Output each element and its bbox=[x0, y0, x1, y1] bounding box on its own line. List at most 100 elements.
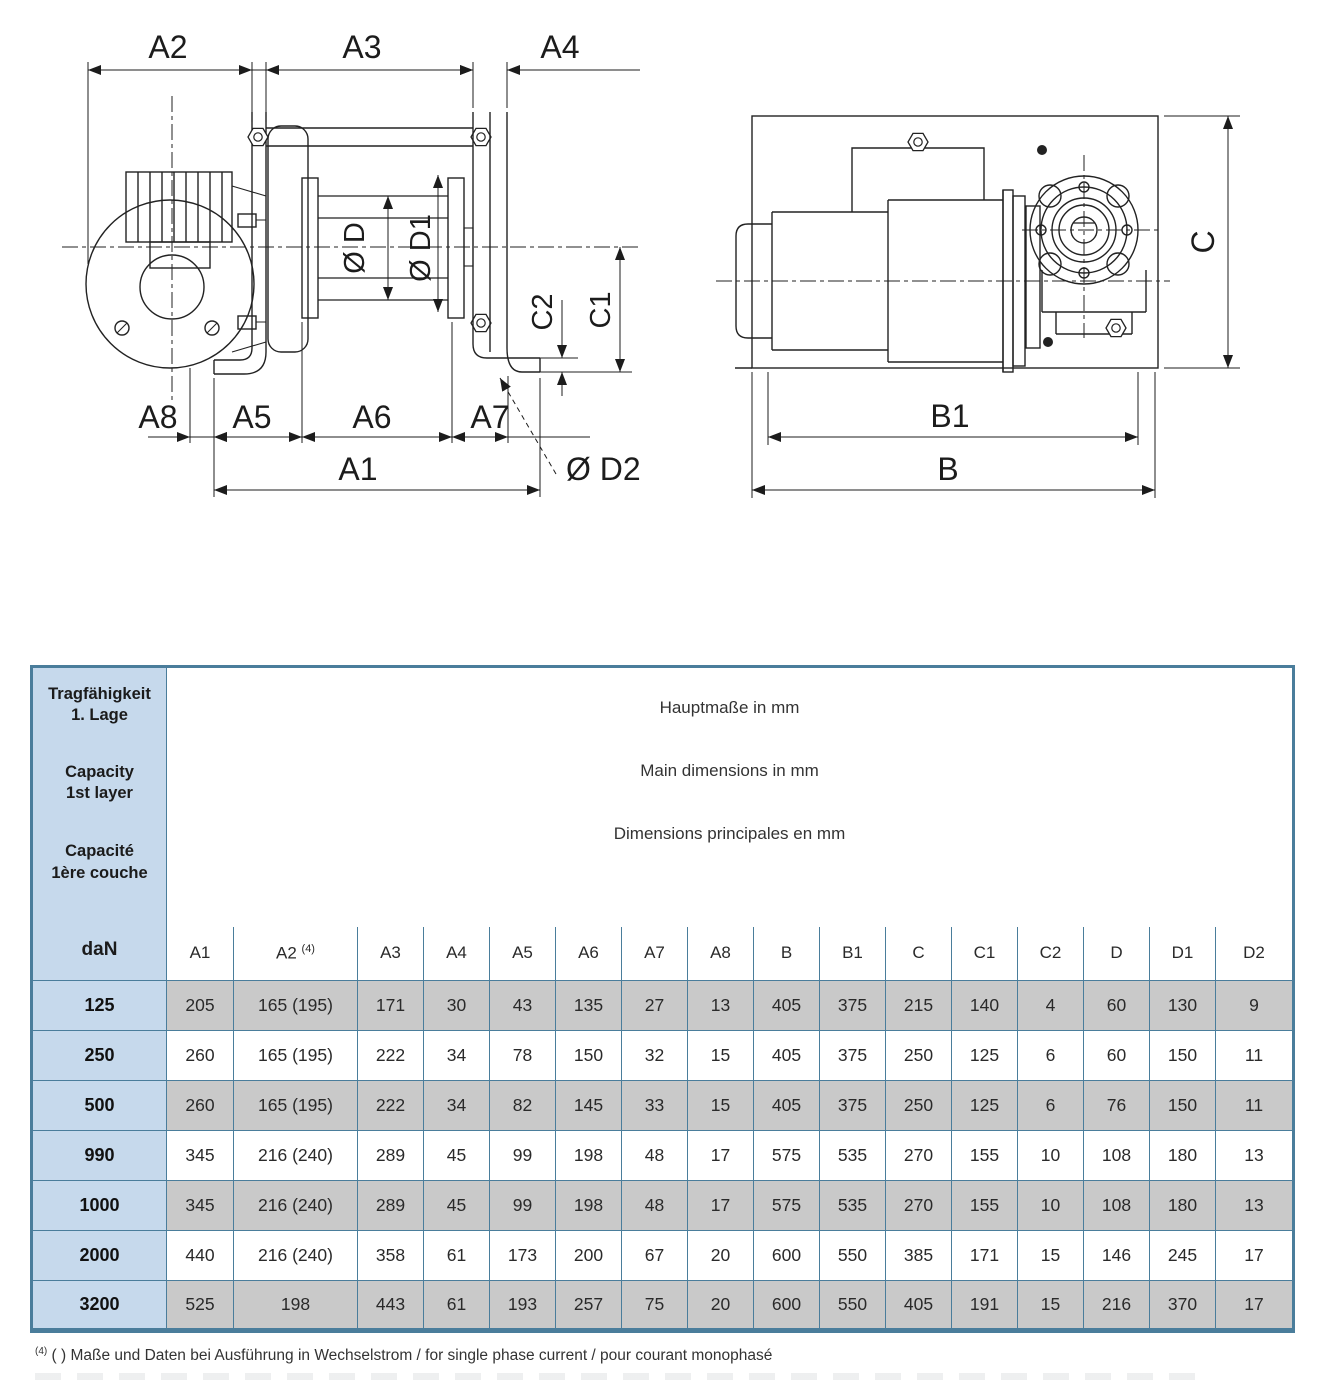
dim-value: 358 bbox=[357, 1229, 424, 1281]
row-capacity: 990 bbox=[31, 1129, 167, 1181]
capacity-label-de: Tragfähigkeit 1. Lage bbox=[48, 685, 151, 725]
dim-value: 405 bbox=[753, 979, 820, 1031]
dim-value: 289 bbox=[357, 1129, 424, 1181]
dim-value: 155 bbox=[951, 1179, 1018, 1231]
right-view-dimensions bbox=[751, 115, 1240, 498]
dim-value: 165 (195) bbox=[233, 979, 358, 1031]
col-header-b1: B1 bbox=[819, 926, 886, 981]
dim-value: 60 bbox=[1083, 1029, 1150, 1081]
dim-value: 600 bbox=[753, 1229, 820, 1281]
dim-label-a4: A4 bbox=[540, 29, 579, 65]
dim-label-d1: Ø D1 bbox=[405, 214, 437, 282]
dimensions-table: Tragfähigkeit 1. Lage Capacity 1st layer… bbox=[30, 665, 1295, 1333]
left-view-dimensions bbox=[87, 62, 640, 497]
dim-value: 550 bbox=[819, 1279, 886, 1331]
dim-value: 6 bbox=[1017, 1029, 1084, 1081]
left-view-drawing bbox=[85, 112, 632, 375]
dim-value: 173 bbox=[489, 1229, 556, 1281]
dim-value: 525 bbox=[166, 1279, 234, 1331]
dim-value: 140 bbox=[951, 979, 1018, 1031]
row-capacity: 2000 bbox=[31, 1229, 167, 1281]
dim-value: 17 bbox=[687, 1179, 754, 1231]
col-header-a8: A8 bbox=[687, 926, 754, 981]
dim-value: 17 bbox=[687, 1129, 754, 1181]
dim-value: 9 bbox=[1215, 979, 1294, 1031]
dim-value: 215 bbox=[885, 979, 952, 1031]
dim-value: 34 bbox=[423, 1029, 490, 1081]
row-capacity: 3200 bbox=[31, 1279, 167, 1331]
footnote-text: ( ) Maße und Daten bei Ausführung in Wec… bbox=[47, 1347, 773, 1365]
dim-value: 43 bbox=[489, 979, 556, 1031]
dim-value: 375 bbox=[819, 979, 886, 1031]
dim-value: 27 bbox=[621, 979, 688, 1031]
dim-value: 165 (195) bbox=[233, 1079, 358, 1131]
dim-value: 76 bbox=[1083, 1079, 1150, 1131]
dim-value: 130 bbox=[1149, 979, 1216, 1031]
dim-value: 48 bbox=[621, 1129, 688, 1181]
dim-value: 535 bbox=[819, 1179, 886, 1231]
dim-value: 191 bbox=[951, 1279, 1018, 1331]
dim-value: 15 bbox=[1017, 1229, 1084, 1281]
col-header-c2: C2 bbox=[1017, 926, 1084, 981]
page-edge-artifact bbox=[35, 1373, 1205, 1380]
dim-value: 257 bbox=[555, 1279, 622, 1331]
dim-value: 535 bbox=[819, 1129, 886, 1181]
dim-label-d2: Ø D2 bbox=[566, 451, 641, 487]
dim-value: 125 bbox=[951, 1029, 1018, 1081]
col-header-b: B bbox=[753, 926, 820, 981]
dim-label-b1: B1 bbox=[930, 398, 969, 434]
dim-value: 99 bbox=[489, 1179, 556, 1231]
dim-value: 15 bbox=[687, 1079, 754, 1131]
dims-header-cell: Hauptmaße in mm Main dimensions in mm Di… bbox=[166, 666, 1294, 927]
dim-value: 78 bbox=[489, 1029, 556, 1081]
dim-label-a7: A7 bbox=[470, 399, 509, 435]
technical-drawing: A2 A3 A4 Ø D Ø D1 C2 C1 A8 A5 A6 A7 A1 Ø… bbox=[62, 29, 1240, 498]
dim-value: 216 (240) bbox=[233, 1129, 358, 1181]
dim-label-a1: A1 bbox=[338, 451, 377, 487]
dim-value: 15 bbox=[1017, 1279, 1084, 1331]
dim-value: 260 bbox=[166, 1079, 234, 1131]
dim-value: 67 bbox=[621, 1229, 688, 1281]
dim-value: 198 bbox=[555, 1129, 622, 1181]
dim-value: 150 bbox=[555, 1029, 622, 1081]
dim-value: 550 bbox=[819, 1229, 886, 1281]
capacity-header-cell: Tragfähigkeit 1. Lage Capacity 1st layer… bbox=[31, 666, 167, 981]
dim-value: 216 bbox=[1083, 1279, 1150, 1331]
dim-value: 6 bbox=[1017, 1079, 1084, 1131]
dim-value: 345 bbox=[166, 1179, 234, 1231]
dim-value: 216 (240) bbox=[233, 1229, 358, 1281]
dim-value: 171 bbox=[951, 1229, 1018, 1281]
dim-value: 150 bbox=[1149, 1029, 1216, 1081]
dim-value: 370 bbox=[1149, 1279, 1216, 1331]
dim-value: 575 bbox=[753, 1129, 820, 1181]
dim-value: 385 bbox=[885, 1229, 952, 1281]
dim-value: 34 bbox=[423, 1079, 490, 1131]
dim-value: 150 bbox=[1149, 1079, 1216, 1131]
dim-label-a3: A3 bbox=[342, 29, 381, 65]
dim-value: 13 bbox=[687, 979, 754, 1031]
centerlines bbox=[62, 96, 1170, 400]
dim-value: 61 bbox=[423, 1229, 490, 1281]
dim-value: 198 bbox=[233, 1279, 358, 1331]
dim-value: 375 bbox=[819, 1029, 886, 1081]
dim-value: 45 bbox=[423, 1129, 490, 1181]
dim-label-c: C bbox=[1185, 230, 1221, 253]
dim-value: 443 bbox=[357, 1279, 424, 1331]
dim-value: 11 bbox=[1215, 1029, 1294, 1081]
dim-value: 289 bbox=[357, 1179, 424, 1231]
row-capacity: 125 bbox=[31, 979, 167, 1031]
dim-value: 575 bbox=[753, 1179, 820, 1231]
dim-value: 405 bbox=[753, 1029, 820, 1081]
dims-header-de: Hauptmaße in mm bbox=[659, 698, 800, 717]
capacity-unit-label: daN bbox=[81, 938, 118, 960]
dim-value: 60 bbox=[1083, 979, 1150, 1031]
dim-value: 193 bbox=[489, 1279, 556, 1331]
dim-value: 270 bbox=[885, 1129, 952, 1181]
dims-header-en: Main dimensions in mm bbox=[640, 761, 819, 780]
dim-value: 600 bbox=[753, 1279, 820, 1331]
